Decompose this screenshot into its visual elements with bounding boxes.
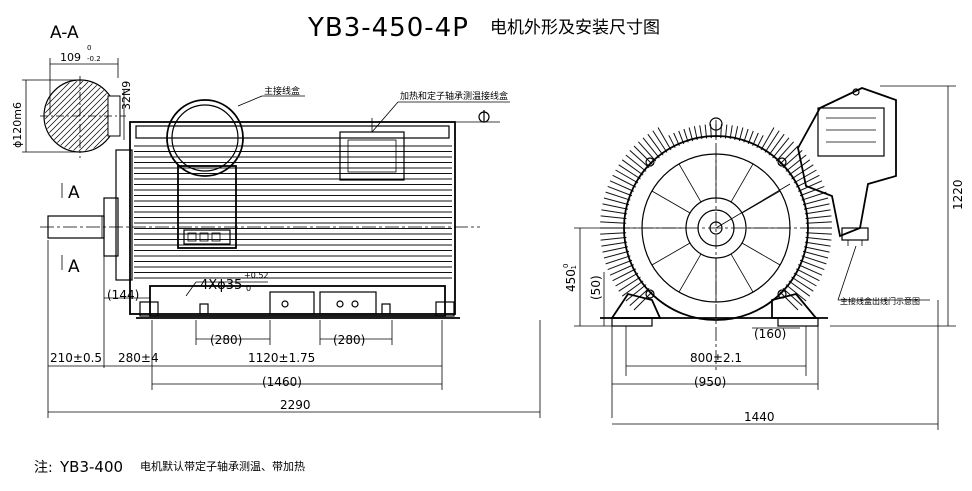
svg-text:-0.2: -0.2 (87, 55, 101, 63)
dim-2290: 2290 (280, 398, 311, 412)
dim-210: 210±0.5 (50, 351, 102, 365)
front-view (600, 87, 897, 372)
svg-text:-1: -1 (570, 265, 578, 272)
dim-280a: (280) (210, 333, 242, 347)
dim-450: 450 (564, 269, 578, 292)
dim-800: 800±2.1 (690, 351, 742, 365)
hole-label: 4Xϕ35 (200, 278, 242, 293)
dim-160: (160) (754, 327, 786, 341)
junction-box-position-label: 主接线盒出线门示意图 (840, 296, 920, 306)
callout-aux-junction-box: 加热和定子轴承测温接线盒 (371, 90, 510, 133)
shaft-diameter-dim: ϕ120m6 (11, 102, 24, 148)
side-view (40, 99, 500, 319)
hole-tol-upper: +0.52 (244, 271, 269, 280)
drawing-title: YB3-450-4P (307, 13, 469, 43)
shaft-width-dim: 109 (60, 51, 81, 64)
section-mark-bottom: A (68, 257, 80, 277)
aux-junction-box-label: 加热和定子轴承测温接线盒 (400, 90, 508, 102)
callout-main-junction-box: 主接线盒 (237, 85, 305, 107)
dim-280c: 280±4 (118, 351, 159, 365)
mounting-hole-label: 4Xϕ35 +0.52 0 (185, 271, 269, 297)
dim-280b: (280) (333, 333, 365, 347)
section-label: A-A (50, 23, 79, 43)
dim-950: (950) (694, 375, 726, 389)
svg-text:0: 0 (562, 264, 570, 268)
dim-1460: (1460) (262, 375, 302, 389)
side-dimensions: (144) (280) (280) 210±0.5 280±4 1120±1.7… (47, 240, 541, 418)
note-text: 电机默认带定子轴承测温、带加热 (140, 459, 305, 473)
note-prefix: 注: (34, 460, 53, 476)
main-junction-box-label: 主接线盒 (264, 85, 300, 97)
drawing-title-cn: 电机外形及安装尺寸图 (490, 18, 660, 38)
front-dimensions: 450 0 -1 (50) (160) 800±2.1 (950) 1440 1… (562, 85, 965, 430)
dim-50: (50) (589, 275, 603, 300)
dim-1120: 1120±1.75 (248, 351, 315, 365)
hole-tol-lower: 0 (246, 284, 251, 293)
dim-1440: 1440 (744, 410, 775, 424)
dim-144: (144) (107, 288, 139, 302)
note-model: YB3-400 (59, 458, 123, 476)
dim-1220: 1220 (951, 179, 965, 210)
key-width-dim: 32N9 (120, 81, 133, 110)
section-mark-top: A (68, 183, 80, 203)
svg-text:0: 0 (87, 44, 91, 52)
callout-junction-box-position: 主接线盒出线门示意图 (837, 245, 930, 306)
footnote: 注: YB3-400 电机默认带定子轴承测温、带加热 (34, 458, 305, 476)
